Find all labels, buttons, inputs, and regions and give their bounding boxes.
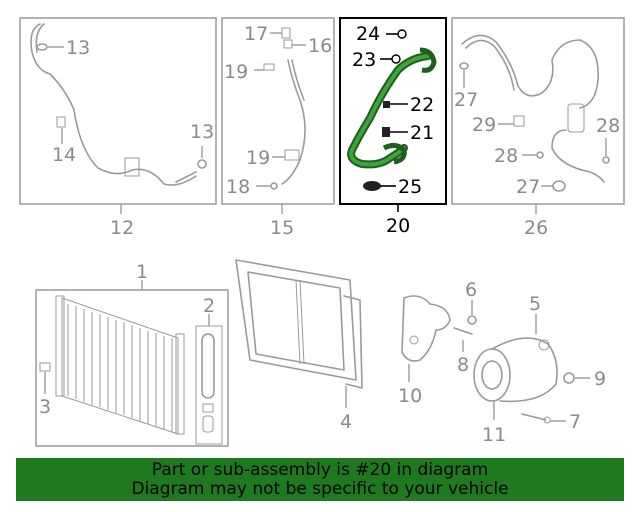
group-box-12 — [19, 17, 217, 205]
fitting-14 — [56, 116, 66, 128]
callout-13-right: 13 — [190, 121, 214, 143]
group-box-1 — [35, 289, 229, 447]
callout-25: 25 — [398, 176, 422, 198]
callout-3: 3 — [39, 396, 51, 418]
notice-line-1: Part or sub-assembly is #20 in diagram — [151, 459, 489, 480]
group-box-2 — [195, 325, 223, 445]
callout-2: 2 — [203, 295, 215, 317]
callout-22: 22 — [410, 94, 434, 116]
callout-28-left: 28 — [494, 145, 518, 167]
callout-27-bottom: 27 — [516, 176, 540, 198]
group-box-26 — [451, 17, 625, 205]
callout-18: 18 — [226, 176, 250, 198]
stud-8 — [453, 327, 473, 335]
callout-20: 20 — [386, 215, 410, 237]
callout-28-right: 28 — [596, 115, 620, 137]
callout-9: 9 — [594, 368, 606, 390]
fitting-13-top — [36, 43, 48, 51]
cap-22 — [383, 101, 390, 108]
callout-7: 7 — [569, 411, 581, 433]
receiver-dryer-2 — [201, 333, 215, 433]
group-box-15 — [221, 17, 335, 205]
callout-19-top: 19 — [224, 61, 248, 83]
line-assembly-12 — [30, 23, 197, 186]
callout-5: 5 — [529, 293, 541, 315]
callout-21: 21 — [410, 122, 434, 144]
fitting-13-right — [197, 159, 207, 169]
compressor-5 — [473, 337, 558, 403]
valve-21 — [382, 127, 390, 137]
callout-1: 1 — [136, 261, 148, 283]
shroud-4 — [235, 259, 363, 389]
callout-10: 10 — [398, 385, 422, 407]
line-assembly-15 — [263, 27, 306, 190]
o-ring-23 — [391, 54, 401, 64]
bracket-10 — [401, 295, 451, 362]
callout-17: 17 — [244, 23, 268, 45]
notice-line-2: Diagram may not be specific to your vehi… — [131, 478, 509, 499]
callout-19-bottom: 19 — [246, 147, 270, 169]
callout-24: 24 — [356, 23, 380, 45]
group-box-20[interactable] — [339, 17, 447, 205]
callout-23: 23 — [352, 49, 376, 71]
callout-13-top: 13 — [66, 37, 90, 59]
bolt-7 — [521, 413, 551, 424]
callout-11: 11 — [482, 424, 506, 446]
seal-25 — [363, 181, 381, 191]
condenser-1 — [55, 295, 185, 435]
callout-14: 14 — [52, 144, 76, 166]
callout-12: 12 — [110, 217, 134, 239]
callout-27-top: 27 — [454, 89, 478, 111]
callout-8: 8 — [457, 354, 469, 376]
callout-4: 4 — [340, 411, 352, 433]
callout-15: 15 — [270, 217, 294, 239]
callouts: 13 14 13 12 17 16 19 19 18 15 24 23 22 2… — [39, 23, 620, 446]
bolt-6 — [467, 315, 477, 325]
callout-6: 6 — [465, 279, 477, 301]
line-assembly-26 — [459, 34, 610, 192]
notice-banner: Part or sub-assembly is #20 in diagram D… — [16, 458, 624, 501]
pointers — [44, 32, 607, 422]
callout-29: 29 — [472, 114, 496, 136]
callout-26: 26 — [524, 217, 548, 239]
nut-9 — [563, 372, 575, 384]
hose-assembly-20[interactable] — [347, 47, 437, 169]
o-ring-24 — [397, 29, 407, 39]
bolt-3 — [39, 362, 51, 372]
callout-16: 16 — [308, 35, 332, 57]
